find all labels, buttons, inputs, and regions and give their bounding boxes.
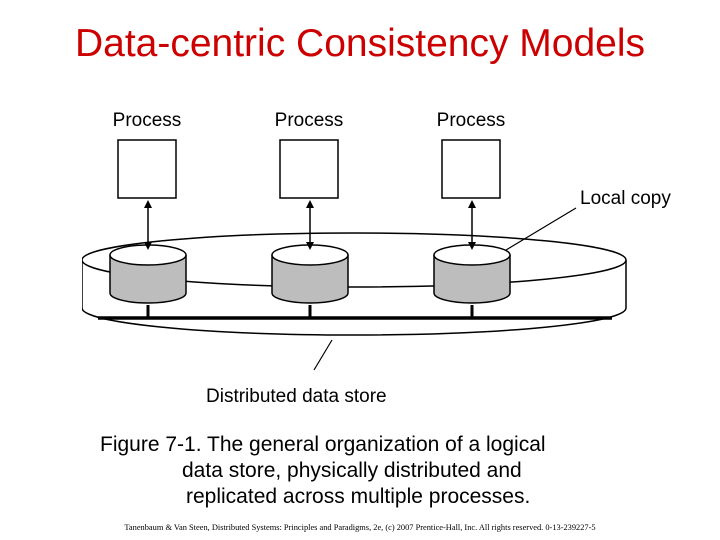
process-box <box>279 139 339 199</box>
consistency-diagram: Process Process Process Local copy Distr… <box>82 110 671 407</box>
process-box <box>441 139 501 199</box>
caption-line: Figure 7-1. The general organization of … <box>100 433 546 456</box>
local-copy-disk <box>433 244 511 304</box>
process-label: Process <box>113 110 182 131</box>
slide-title: Data-centric Consistency Models <box>74 22 646 65</box>
local-copy-disk <box>271 244 349 304</box>
data-store-pointer <box>313 339 333 371</box>
local-copy-label: Local copy <box>580 188 671 209</box>
figure-caption: Figure 7-1. The general organization of … <box>100 432 620 510</box>
process-label: Process <box>275 110 344 131</box>
data-store-label: Distributed data store <box>206 386 387 407</box>
process-label: Process <box>437 110 506 131</box>
copyright-footer: Tanenbaum & Van Steen, Distributed Syste… <box>124 523 596 532</box>
caption-line: replicated across multiple processes. <box>186 485 531 508</box>
caption-line: data store, physically distributed and <box>182 459 522 482</box>
connector-stubs <box>146 305 474 318</box>
local-copy-disk <box>109 244 187 304</box>
local-copy-pointer <box>505 207 577 251</box>
process-box <box>117 139 177 199</box>
